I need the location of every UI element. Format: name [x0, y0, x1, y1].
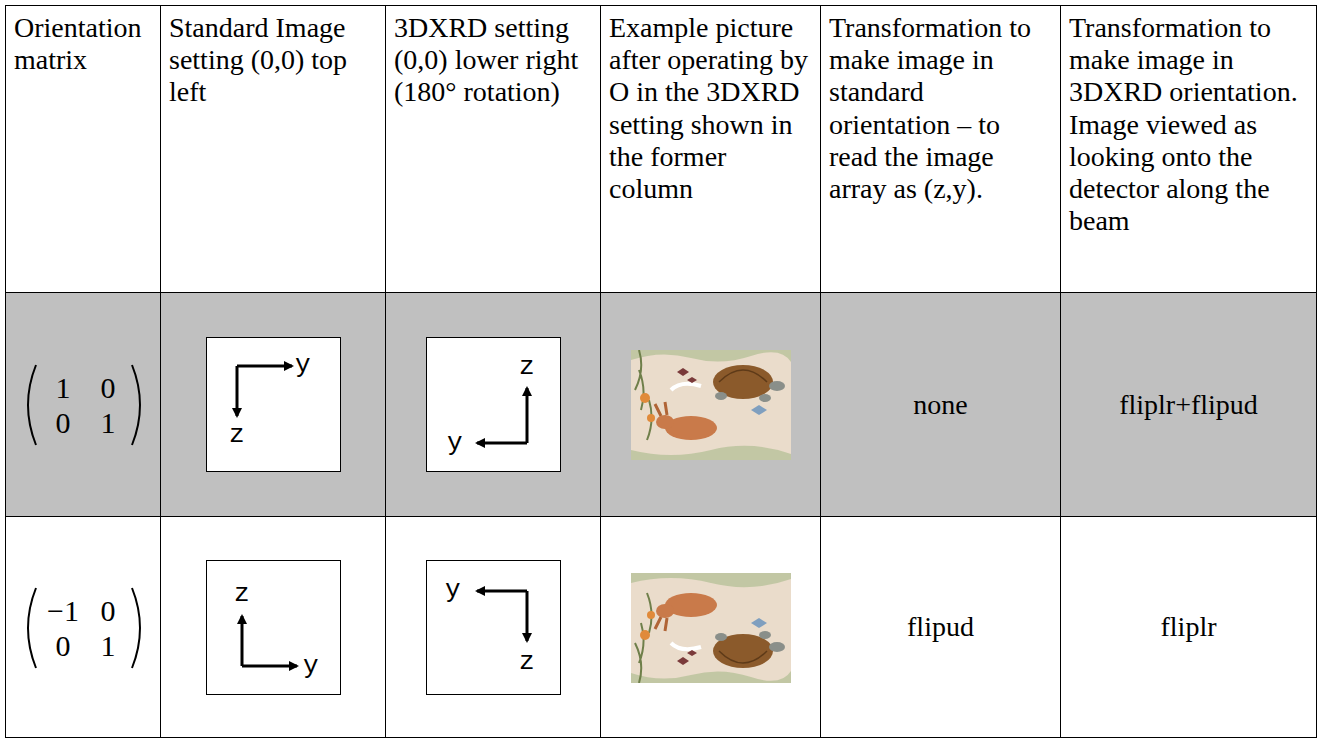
matrix-entry: −1 [38, 594, 88, 628]
header-cell: 3DXRD setting (0,0) lower right (180° ro… [385, 5, 601, 293]
axes-box: yz [426, 560, 561, 695]
table-cell: zy [160, 516, 386, 738]
axis-arrows [207, 338, 339, 470]
table-cell: fliplr+flipud [1060, 292, 1317, 517]
column-header: Example picture after operating by O in … [601, 6, 820, 211]
axis-label: z [519, 647, 535, 677]
table-cell [600, 292, 821, 517]
table-cell [600, 516, 821, 738]
axis-label: z [519, 352, 535, 382]
table-cell: zy [385, 292, 601, 517]
table-cell-text: flipud [821, 611, 1060, 643]
table-cell: fliplr [1060, 516, 1317, 738]
table-cell: 1001 [5, 292, 161, 517]
column-header: Standard Image setting (0,0) top left [161, 6, 385, 115]
matrix-entry: 1 [88, 406, 128, 440]
axis-label: y [445, 575, 461, 605]
header-cell: Example picture after operating by O in … [600, 5, 821, 293]
table-cell: flipud [820, 516, 1061, 738]
table-cell: yz [385, 516, 601, 738]
axis-arrows [207, 561, 339, 693]
column-header: Transformation to make image in standard… [821, 6, 1060, 211]
table-cell: yz [160, 292, 386, 517]
matrix-brackets [6, 517, 161, 738]
axes-box: zy [426, 337, 561, 472]
header-cell: Transformation to make image in standard… [820, 5, 1061, 293]
matrix-entry: 1 [38, 371, 88, 405]
axes-box: yz [206, 337, 341, 472]
table-cell: none [820, 292, 1061, 517]
matrix-entry: 0 [38, 406, 88, 440]
axis-label: y [295, 350, 311, 380]
matrix-entry: 0 [88, 371, 128, 405]
axis-label: y [303, 651, 319, 681]
axes-box: zy [206, 560, 341, 695]
header-cell: Transformation to make image in 3DXRD or… [1060, 5, 1317, 293]
matrix-entry: 0 [88, 594, 128, 628]
column-header: Transformation to make image in 3DXRD or… [1061, 6, 1316, 243]
axis-label: z [234, 579, 250, 609]
table-cell-text: fliplr [1061, 611, 1316, 643]
axis-arrows [427, 338, 559, 470]
table-cell: −1001 [5, 516, 161, 738]
matrix-brackets [6, 293, 161, 517]
example-picture-flipped [631, 573, 791, 683]
column-header: Orientation matrix [6, 6, 160, 82]
table-cell-text: none [821, 389, 1060, 421]
axis-label: y [447, 428, 463, 458]
example-picture [631, 350, 791, 460]
matrix-entry: 1 [88, 629, 128, 663]
header-cell: Orientation matrix [5, 5, 161, 293]
header-cell: Standard Image setting (0,0) top left [160, 5, 386, 293]
matrix-entry: 0 [38, 629, 88, 663]
table-cell-text: fliplr+flipud [1061, 389, 1316, 421]
column-header: 3DXRD setting (0,0) lower right (180° ro… [386, 6, 600, 115]
axis-label: z [229, 420, 245, 450]
